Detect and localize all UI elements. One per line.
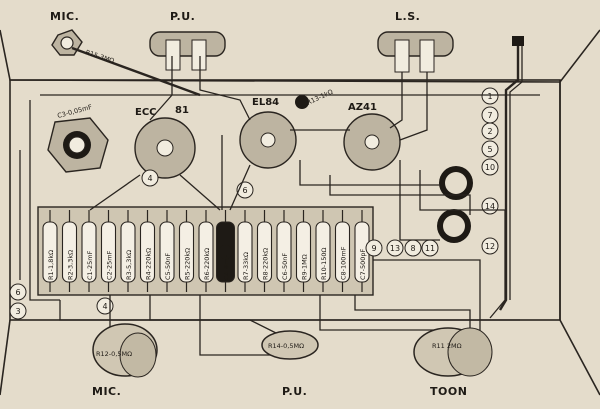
ls-top-socket: L.S.: [377, 10, 454, 73]
pu-top-label: P.U.: [170, 10, 195, 23]
strip-part-label: R7-33kΩ: [242, 252, 250, 280]
marker: 13: [386, 239, 404, 257]
marker: 6: [9, 283, 27, 301]
pu-pot: R14-0,5MΩ P.U.: [261, 330, 319, 398]
marker-label: 3: [15, 307, 20, 316]
strip-part: C8-100mF: [334, 210, 351, 292]
strip-part-label: C2-25mF: [106, 250, 114, 280]
strip-part-label: R6-220kΩ: [203, 248, 211, 280]
marker-label: 12: [485, 242, 495, 251]
strip-part: R7-33kΩ: [237, 210, 253, 292]
mic-bottom-label: MIC.: [92, 385, 121, 398]
strip-part: C4-8mF: [216, 210, 235, 292]
strip-part: R4-220kΩ: [139, 210, 156, 292]
marker-label: 2: [487, 127, 492, 136]
marker: 3: [9, 302, 27, 320]
marker: 8: [404, 239, 422, 257]
marker-label: 9: [371, 244, 376, 253]
marker-label: 5: [487, 145, 492, 154]
pu-top-socket: P.U.: [149, 10, 226, 71]
strip-part-label: R3-5,3kΩ: [125, 250, 133, 280]
c3-capacitor: C3-0,05mF: [47, 103, 109, 173]
strip-part-label: C4-8mF: [223, 255, 231, 280]
marker-label: 14: [485, 202, 495, 211]
el84-label: EL84: [252, 97, 279, 108]
misc-markers: 4 6 6 3 4: [9, 169, 254, 320]
strip-part-label: R2-3,3kΩ: [67, 250, 75, 280]
strip-part: R1-1,8kΩ: [42, 210, 58, 292]
toon-pot: R11 2MΩ TOON: [413, 327, 493, 398]
marker: 14: [481, 197, 499, 215]
power-cord: [498, 36, 524, 311]
r15-label: R15-3MΩ: [84, 48, 115, 65]
right-round-parts: [437, 166, 473, 243]
ecc-label: ECC: [135, 107, 157, 118]
strip-part-label: R8-220kΩ: [262, 248, 270, 280]
strip-part: C2-25mF: [100, 210, 117, 292]
marker: 12: [481, 237, 499, 255]
r13-label: R13-1kΩ: [305, 88, 334, 107]
strip-part: R10-150Ω: [315, 210, 331, 292]
strip-part-label: R5-220kΩ: [184, 248, 192, 280]
strip-part: C1-25mF: [81, 210, 97, 292]
marker: 2: [481, 122, 499, 140]
strip-part-label: C7-500pF: [359, 248, 367, 280]
marker-label: 4: [102, 302, 107, 311]
marker-label: 1: [487, 92, 492, 101]
marker-label: 6: [15, 288, 20, 297]
toon-bottom-label: TOON: [430, 385, 467, 398]
strip-part: R2-3,3kΩ: [61, 210, 78, 292]
strip-part: R6-220kΩ: [198, 210, 214, 292]
strip-part: R5-220kΩ: [178, 210, 195, 292]
el84-socket: EL84 R13-1kΩ: [239, 88, 334, 169]
marker-label: 7: [487, 111, 492, 120]
strip-part-label: C5-50nF: [164, 253, 172, 280]
marker: 11: [421, 239, 439, 257]
wiring: [19, 56, 540, 356]
marker: 4: [96, 297, 114, 315]
mic-pot: R12-0,5MΩ MIC.: [92, 323, 158, 398]
strip-part-label: R1-1,8kΩ: [47, 250, 55, 280]
marker-label: 6: [242, 186, 247, 195]
marker-label: 10: [485, 163, 495, 172]
right-markers: 1 7 2 5 10 14 12: [481, 87, 499, 255]
strip-part: R3-5,3kΩ: [120, 210, 136, 292]
marker: 4: [141, 169, 159, 187]
bottom-row-markers: 9 13 8 11: [365, 239, 439, 257]
strip-part-label: C6-50nF: [281, 253, 289, 280]
ecc81-socket: ECC 81: [134, 105, 196, 179]
r11-label: R11 2MΩ: [432, 342, 462, 350]
strip-part-label: C8-100mF: [340, 246, 348, 280]
marker-label: 4: [147, 174, 152, 183]
strip-part: C6-50nF: [276, 210, 292, 292]
mic-top-label: MIC.: [50, 10, 79, 23]
marker: 9: [365, 239, 383, 257]
c3-label: C3-0,05mF: [56, 103, 93, 120]
strip-part-label: C1-25mF: [86, 250, 94, 280]
az41-label: AZ41: [348, 102, 377, 113]
strip-part: R8-220kΩ: [256, 210, 273, 292]
r12-label: R12-0,5MΩ: [96, 350, 132, 358]
ls-top-label: L.S.: [395, 10, 420, 23]
marker-label: 8: [410, 244, 415, 253]
pu-bottom-label: P.U.: [282, 385, 307, 398]
strip-part-label: R4-220kΩ: [145, 248, 153, 280]
marker-label: 13: [390, 244, 400, 253]
mic-top-jack: MIC. R15-3MΩ: [50, 10, 201, 97]
strip-part: C5-50nF: [159, 210, 175, 292]
r14-label: R14-0,5MΩ: [268, 342, 304, 350]
marker: 7: [481, 106, 499, 124]
strip-part-label: R10-150Ω: [320, 247, 328, 280]
strip-part-label: R9-1MΩ: [301, 254, 309, 280]
marker: 10: [481, 158, 499, 176]
strip-parts: R1-1,8kΩ R2-3,3kΩ C1-25mF C2-25mF R3-5,3kΩ R4…: [42, 210, 370, 292]
ecc-num-label: 81: [175, 105, 189, 116]
marker: 1: [481, 87, 499, 105]
az41-socket: AZ41: [343, 102, 401, 171]
marker: 5: [481, 140, 499, 158]
marker-label: 11: [425, 244, 435, 253]
strip-part: R9-1MΩ: [295, 210, 312, 292]
